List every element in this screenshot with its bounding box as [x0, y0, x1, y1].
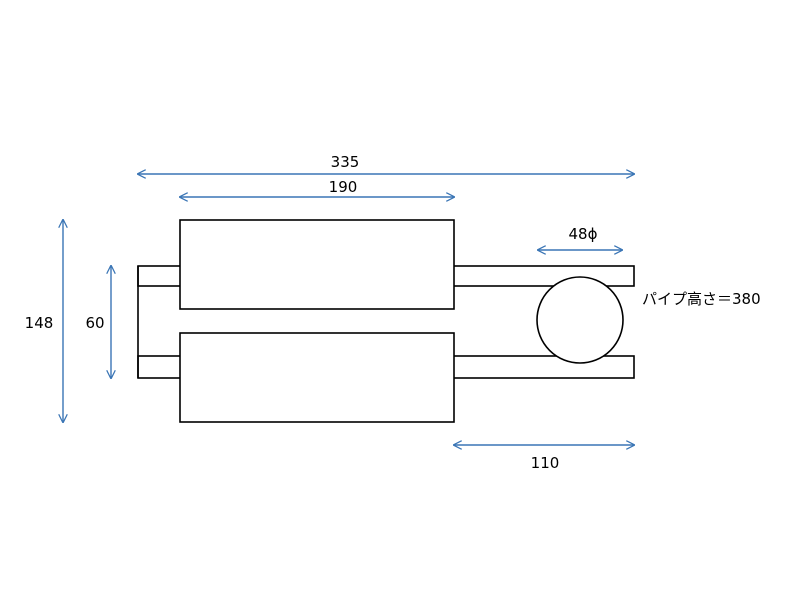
dim-label-148: 148: [25, 314, 54, 332]
pipe-height-note: パイプ高さ＝380: [642, 290, 761, 308]
dim-label-335: 335: [331, 153, 360, 171]
dim-label-60: 60: [85, 314, 104, 332]
upper-block: [179, 219, 455, 310]
dim-label-190: 190: [329, 178, 358, 196]
drawing-outline: [137, 219, 635, 423]
dimension-lines: [63, 174, 634, 445]
dim-label-110: 110: [531, 454, 560, 472]
lower-block: [179, 332, 455, 423]
dim-label-48: 48ϕ: [569, 225, 598, 243]
pipe-circle: [536, 276, 624, 364]
